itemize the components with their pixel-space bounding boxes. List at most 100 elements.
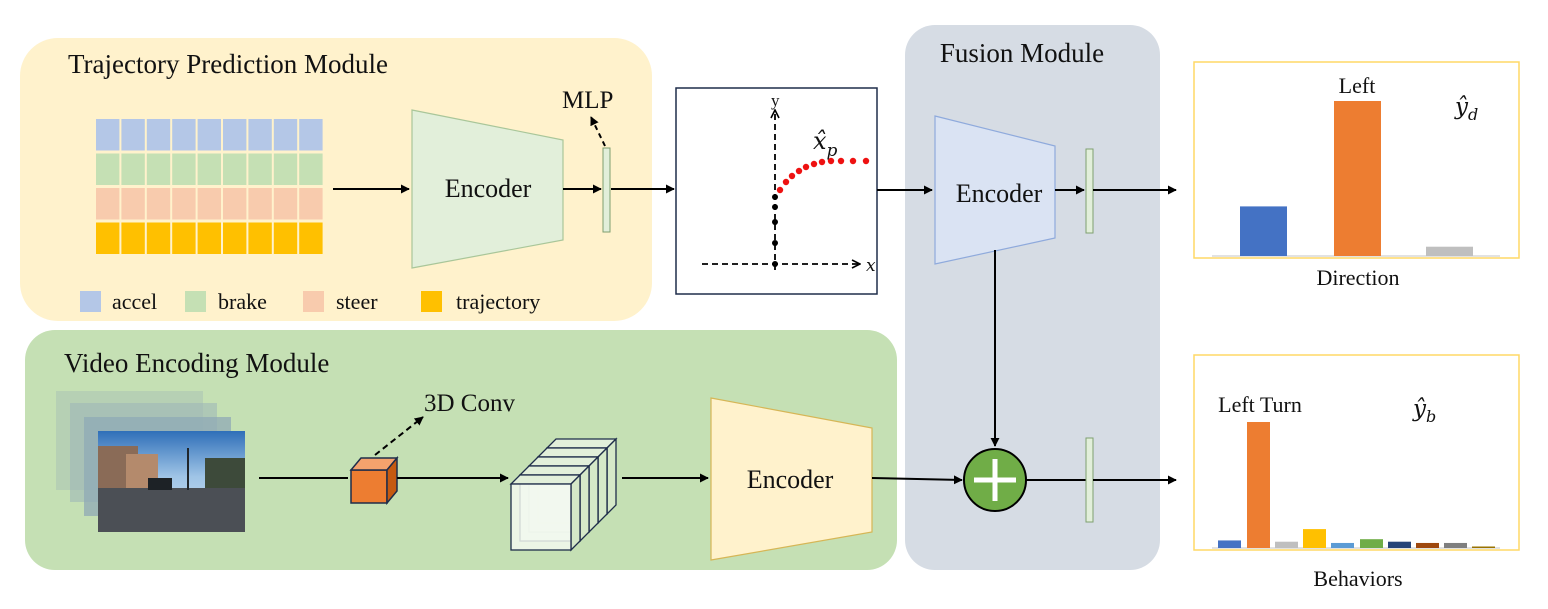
signal-cell-steer <box>248 188 272 220</box>
predicted-point <box>849 157 857 165</box>
feature-map-side <box>570 473 581 552</box>
legend-label-trajectory: trajectory <box>456 289 540 314</box>
signal-cell-accel <box>172 119 196 151</box>
output-bar <box>1444 542 1467 548</box>
feature-map-top <box>536 447 609 458</box>
direction-symbol-sub: d <box>1468 105 1478 124</box>
signal-cell-trajectory <box>96 222 120 254</box>
feature-map-top <box>527 456 600 467</box>
signal-cell-brake <box>299 153 323 185</box>
signal-cell-brake <box>96 153 120 185</box>
behaviors-symbol: ŷb <box>1412 396 1436 426</box>
signal-cell-trajectory <box>197 222 221 254</box>
feature-map-top <box>509 474 582 485</box>
fusion-encoder-label: Encoder <box>956 179 1043 208</box>
signal-cell-accel <box>146 119 171 151</box>
predicted-trajectory-symbol: x̂ <box>813 127 827 155</box>
predicted-point <box>788 172 796 180</box>
signal-cell-brake <box>197 153 221 185</box>
signal-cell-trajectory <box>121 222 145 254</box>
output-bar <box>1218 540 1241 548</box>
cube-front <box>350 469 388 504</box>
legend-swatch-accel <box>80 291 101 312</box>
signal-cell-accel <box>223 119 247 151</box>
predicted-point <box>837 157 845 165</box>
behaviors-symbol-main: ŷ <box>1412 396 1427 422</box>
legend-label-accel: accel <box>112 289 157 314</box>
legend-label-steer: steer <box>336 289 378 314</box>
output-bar <box>1416 542 1439 548</box>
predicted-trajectory-subscript: p <box>827 141 838 161</box>
fusion-encoder <box>934 115 1056 265</box>
behaviors-caption: Behaviors <box>1313 566 1402 591</box>
signal-cell-steer <box>299 188 323 220</box>
signal-cell-trajectory <box>146 222 171 254</box>
video-encoder <box>710 397 873 561</box>
past-point <box>772 219 778 225</box>
output-bar <box>1388 541 1411 548</box>
signal-cell-steer <box>121 188 145 220</box>
predicted-point <box>810 160 818 168</box>
feature-map-side <box>588 455 599 534</box>
signal-cell-steer <box>197 188 221 220</box>
video-encoder-label: Encoder <box>747 465 834 494</box>
signal-cell-trajectory <box>299 222 323 254</box>
past-trajectory-points <box>772 194 778 267</box>
add-operation <box>963 448 1027 512</box>
output-bar <box>1331 542 1354 548</box>
feature-map-side <box>579 464 590 543</box>
conv-arrow <box>374 416 424 456</box>
plot-frame <box>675 87 878 295</box>
signal-cell-accel <box>121 119 145 151</box>
plot-x-axis-label: x <box>866 256 876 276</box>
feature-map-top <box>545 438 618 449</box>
output-bar <box>1334 101 1381 256</box>
conv-label: 3D Conv <box>424 390 515 417</box>
predicted-point <box>776 186 784 194</box>
signal-cell-steer <box>96 188 120 220</box>
signal-cell-steer <box>223 188 247 220</box>
direction-symbol-main: ŷ <box>1454 94 1469 120</box>
signal-cell-trajectory <box>223 222 247 254</box>
feature-map-side <box>606 437 617 516</box>
behaviors-chart-frame <box>1193 354 1520 551</box>
predicted-trajectory-plot: y x x̂p <box>675 87 878 295</box>
trajectory-feature-vector <box>602 147 611 233</box>
signal-cell-trajectory <box>248 222 272 254</box>
fusion-module-panel <box>905 25 1160 570</box>
signal-cell-brake <box>248 153 272 185</box>
arrow-video-to-add <box>871 475 963 485</box>
direction-bars <box>1240 101 1473 256</box>
signal-cell-accel <box>248 119 272 151</box>
legend: accel brake steer trajectory <box>80 289 540 314</box>
conv-kernel-cube <box>349 455 399 506</box>
trajectory-module-title: Trajectory Prediction Module <box>68 49 388 79</box>
fusion-feature-vector-top <box>1085 148 1094 234</box>
behaviors-output-chart: Left Turn ŷb Behaviors <box>1193 354 1520 591</box>
signal-cell-brake <box>273 153 298 185</box>
legend-swatch-brake <box>185 291 206 312</box>
legend-label-brake: brake <box>218 289 267 314</box>
output-bar <box>1247 422 1270 548</box>
video-module-title: Video Encoding Module <box>64 348 329 378</box>
signal-cell-trajectory <box>273 222 298 254</box>
behaviors-symbol-sub: b <box>1426 407 1436 426</box>
predicted-point <box>818 158 826 166</box>
signal-cell-steer <box>146 188 171 220</box>
predicted-point <box>802 163 810 171</box>
video-feature-maps <box>509 437 618 552</box>
output-bar <box>1472 546 1495 548</box>
plot-y-axis-label: y <box>771 91 780 110</box>
signal-cell-brake <box>172 153 196 185</box>
signal-cell-steer <box>273 188 298 220</box>
fusion-module-title: Fusion Module <box>940 38 1104 68</box>
signal-cell-brake <box>223 153 247 185</box>
trajectory-encoder <box>411 109 564 269</box>
predicted-point <box>795 167 803 175</box>
output-bar <box>1275 541 1298 548</box>
direction-symbol: ŷd <box>1454 94 1478 124</box>
signal-cell-steer <box>172 188 196 220</box>
past-point <box>772 240 778 246</box>
signal-cell-accel <box>273 119 298 151</box>
mlp-label: MLP <box>562 87 613 114</box>
